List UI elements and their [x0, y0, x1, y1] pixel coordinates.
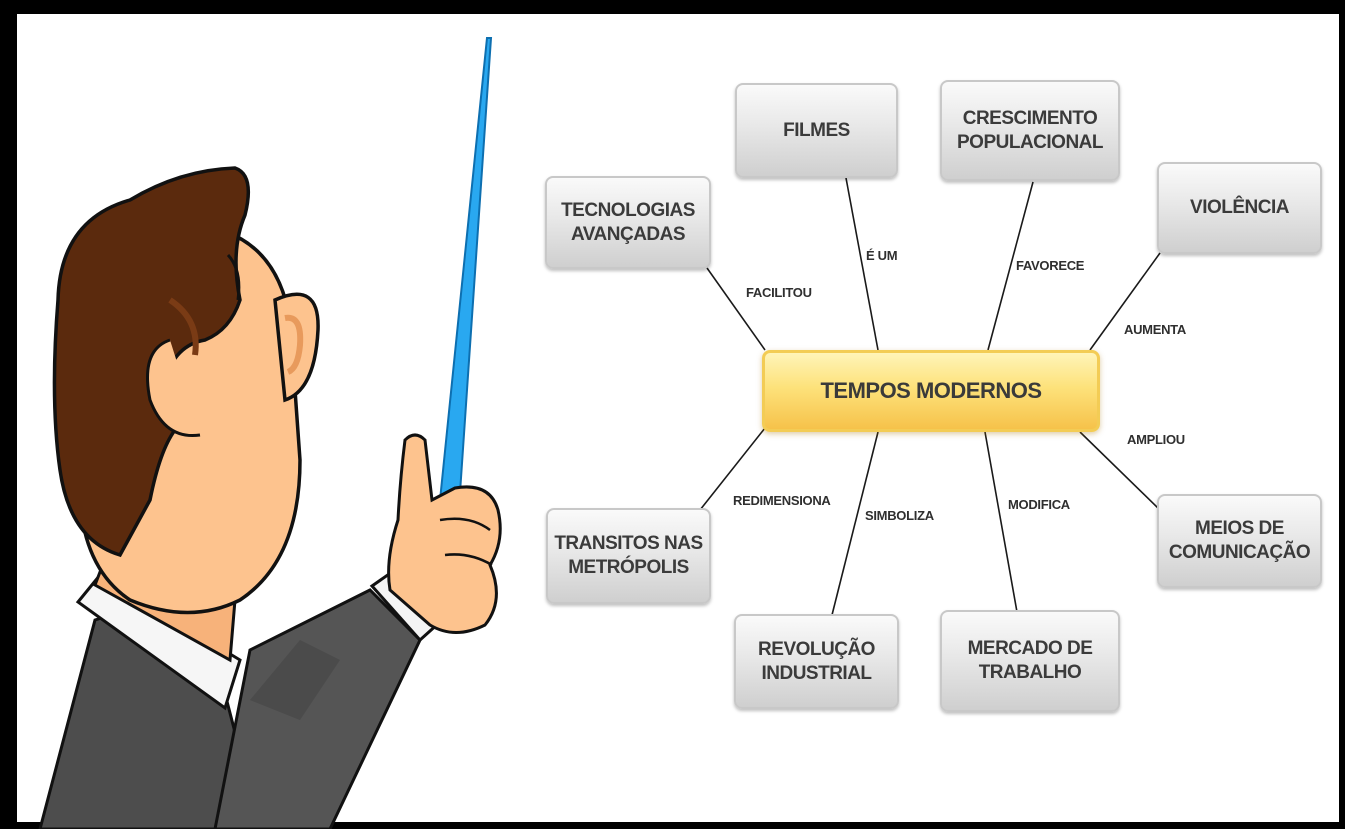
- edge-label-e-um: É UM: [866, 248, 898, 263]
- edge-line-crescimento: [987, 181, 1034, 351]
- node-mercado: MERCADO DE TRABALHO: [940, 610, 1120, 712]
- edge-label-ampliou: AMPLIOU: [1127, 432, 1185, 447]
- node-revolucao: REVOLUÇÃO INDUSTRIAL: [734, 614, 899, 709]
- edge-label-simboliza: SIMBOLIZA: [865, 508, 934, 523]
- edge-line-violencia: [1089, 252, 1161, 351]
- edge-label-redimensiona: REDIMENSIONA: [733, 493, 831, 508]
- node-transitos: TRANSITOS NAS METRÓPOLIS: [546, 508, 711, 604]
- node-violencia: VIOLÊNCIA: [1157, 162, 1322, 254]
- connector-lines: [699, 177, 1161, 616]
- edge-label-aumenta: AUMENTA: [1124, 322, 1186, 337]
- edge-line-transitos: [699, 427, 766, 511]
- edge-line-filmes: [845, 177, 879, 351]
- edge-line-revolucao: [831, 431, 879, 616]
- edge-line-meios: [1079, 431, 1161, 511]
- teacher-illustration: [38, 37, 502, 829]
- node-meios: MEIOS DE COMUNICAÇÃO: [1157, 494, 1322, 588]
- pointer-stick: [436, 37, 493, 524]
- node-tecnologias: TECNOLOGIAS AVANÇADAS: [545, 176, 711, 269]
- node-center: TEMPOS MODERNOS: [762, 350, 1100, 432]
- edge-label-favorece: FAVORECE: [1016, 258, 1085, 273]
- edge-label-modifica: MODIFICA: [1008, 497, 1070, 512]
- node-filmes: FILMES: [735, 83, 898, 178]
- edge-label-facilitou: FACILITOU: [746, 285, 812, 300]
- node-crescimento: CRESCIMENTO POPULACIONAL: [940, 80, 1120, 181]
- edge-line-mercado: [984, 431, 1018, 613]
- edge-line-tecnologias: [706, 267, 766, 351]
